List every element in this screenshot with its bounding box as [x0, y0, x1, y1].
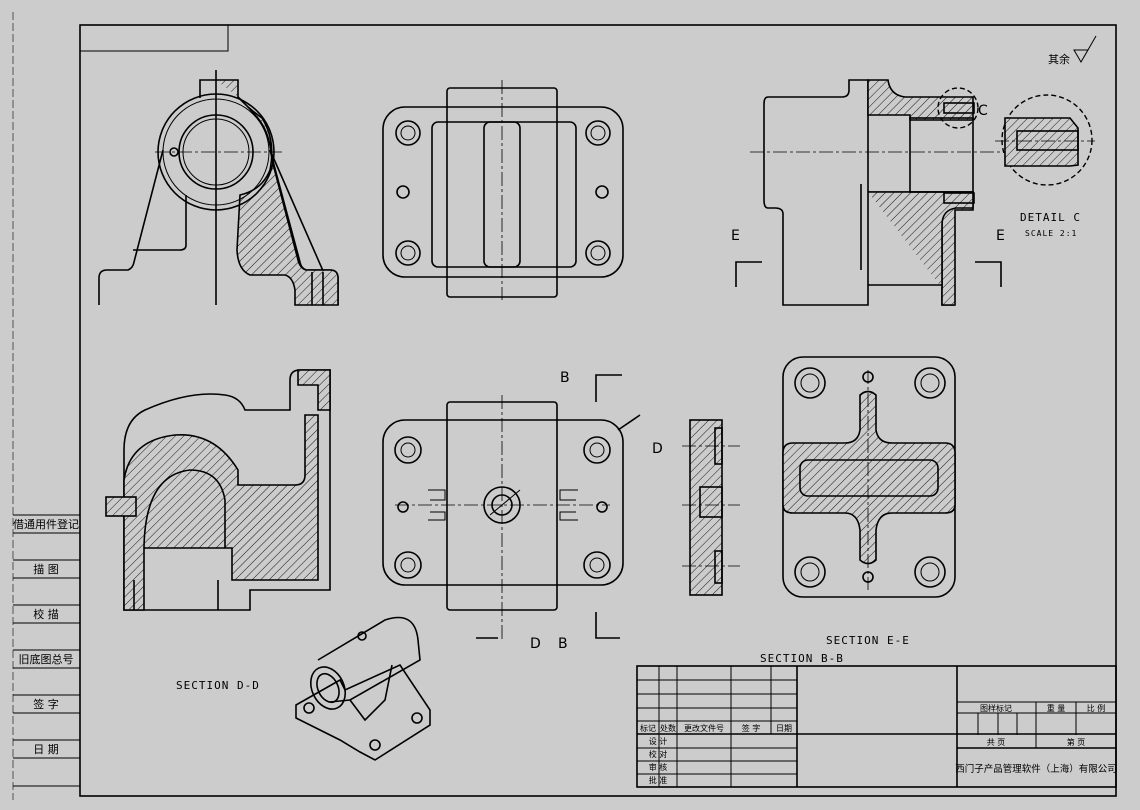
svg-text:旧底图总号: 旧底图总号 [19, 652, 74, 666]
svg-text:比 例: 比 例 [1087, 703, 1106, 713]
svg-text:其余: 其余 [1048, 52, 1070, 66]
section-dd-view: SECTION D-D [105, 369, 331, 692]
detail-c-view: DETAIL C SCALE 2:1 [995, 94, 1095, 238]
svg-text:标记: 标记 [640, 723, 656, 733]
svg-text:第 页: 第 页 [1067, 737, 1086, 747]
svg-text:B: B [560, 370, 570, 386]
side-section-view: C E E [731, 79, 1005, 306]
sheet-frame [12, 12, 1117, 800]
mounting-holes [395, 120, 611, 266]
svg-text:SECTION B-B: SECTION B-B [760, 652, 844, 665]
svg-text:SECTION E-E: SECTION E-E [826, 634, 910, 647]
section-bb-view: D SECTION B-B [652, 419, 844, 665]
svg-text:签 字: 签 字 [742, 723, 761, 733]
svg-text:E: E [996, 228, 1005, 244]
svg-text:重 量: 重 量 [1047, 703, 1066, 713]
front-view [98, 70, 339, 306]
svg-text:SCALE 2:1: SCALE 2:1 [1025, 229, 1077, 238]
svg-text:B: B [558, 636, 568, 652]
svg-text:借通用件登记: 借通用件登记 [13, 517, 79, 531]
svg-text:批 准: 批 准 [649, 775, 668, 785]
svg-text:D: D [652, 441, 663, 457]
svg-text:校 对: 校 对 [649, 749, 668, 759]
svg-text:西门子产品管理软件（上海）有限公司: 西门子产品管理软件（上海）有限公司 [955, 763, 1117, 775]
svg-text:校 描: 校 描 [33, 607, 59, 621]
svg-text:处数: 处数 [660, 723, 676, 733]
section-ee-view: SECTION E-E [782, 356, 956, 647]
svg-text:描 图: 描 图 [33, 562, 59, 576]
svg-text:日 期: 日 期 [33, 743, 59, 756]
svg-text:SECTION D-D: SECTION D-D [176, 679, 260, 692]
isometric-view [295, 616, 431, 761]
top-view [382, 80, 624, 300]
svg-text:D: D [530, 636, 541, 652]
svg-text:设 计: 设 计 [649, 736, 668, 746]
svg-text:DETAIL C: DETAIL C [1020, 211, 1081, 224]
svg-text:共 页: 共 页 [987, 738, 1006, 747]
svg-text:E: E [731, 228, 740, 244]
surface-roughness-note: 其余 [1048, 35, 1097, 66]
svg-text:审 核: 审 核 [649, 762, 668, 772]
svg-text:更改文件号: 更改文件号 [684, 723, 724, 733]
svg-text:签 字: 签 字 [33, 697, 59, 711]
svg-text:C: C [978, 103, 988, 119]
side-registration-strip: 借通用件登记 描 图 校 描 旧底图总号 签 字 日 期 [13, 514, 80, 787]
title-block: 标记 处数 更改文件号 签 字 日期 设 计 校 对 审 核 批 准 图样标记 … [636, 665, 1117, 788]
svg-text:日期: 日期 [776, 724, 792, 733]
svg-text:图样标记: 图样标记 [980, 703, 1012, 713]
bottom-view: B D B [382, 370, 641, 652]
